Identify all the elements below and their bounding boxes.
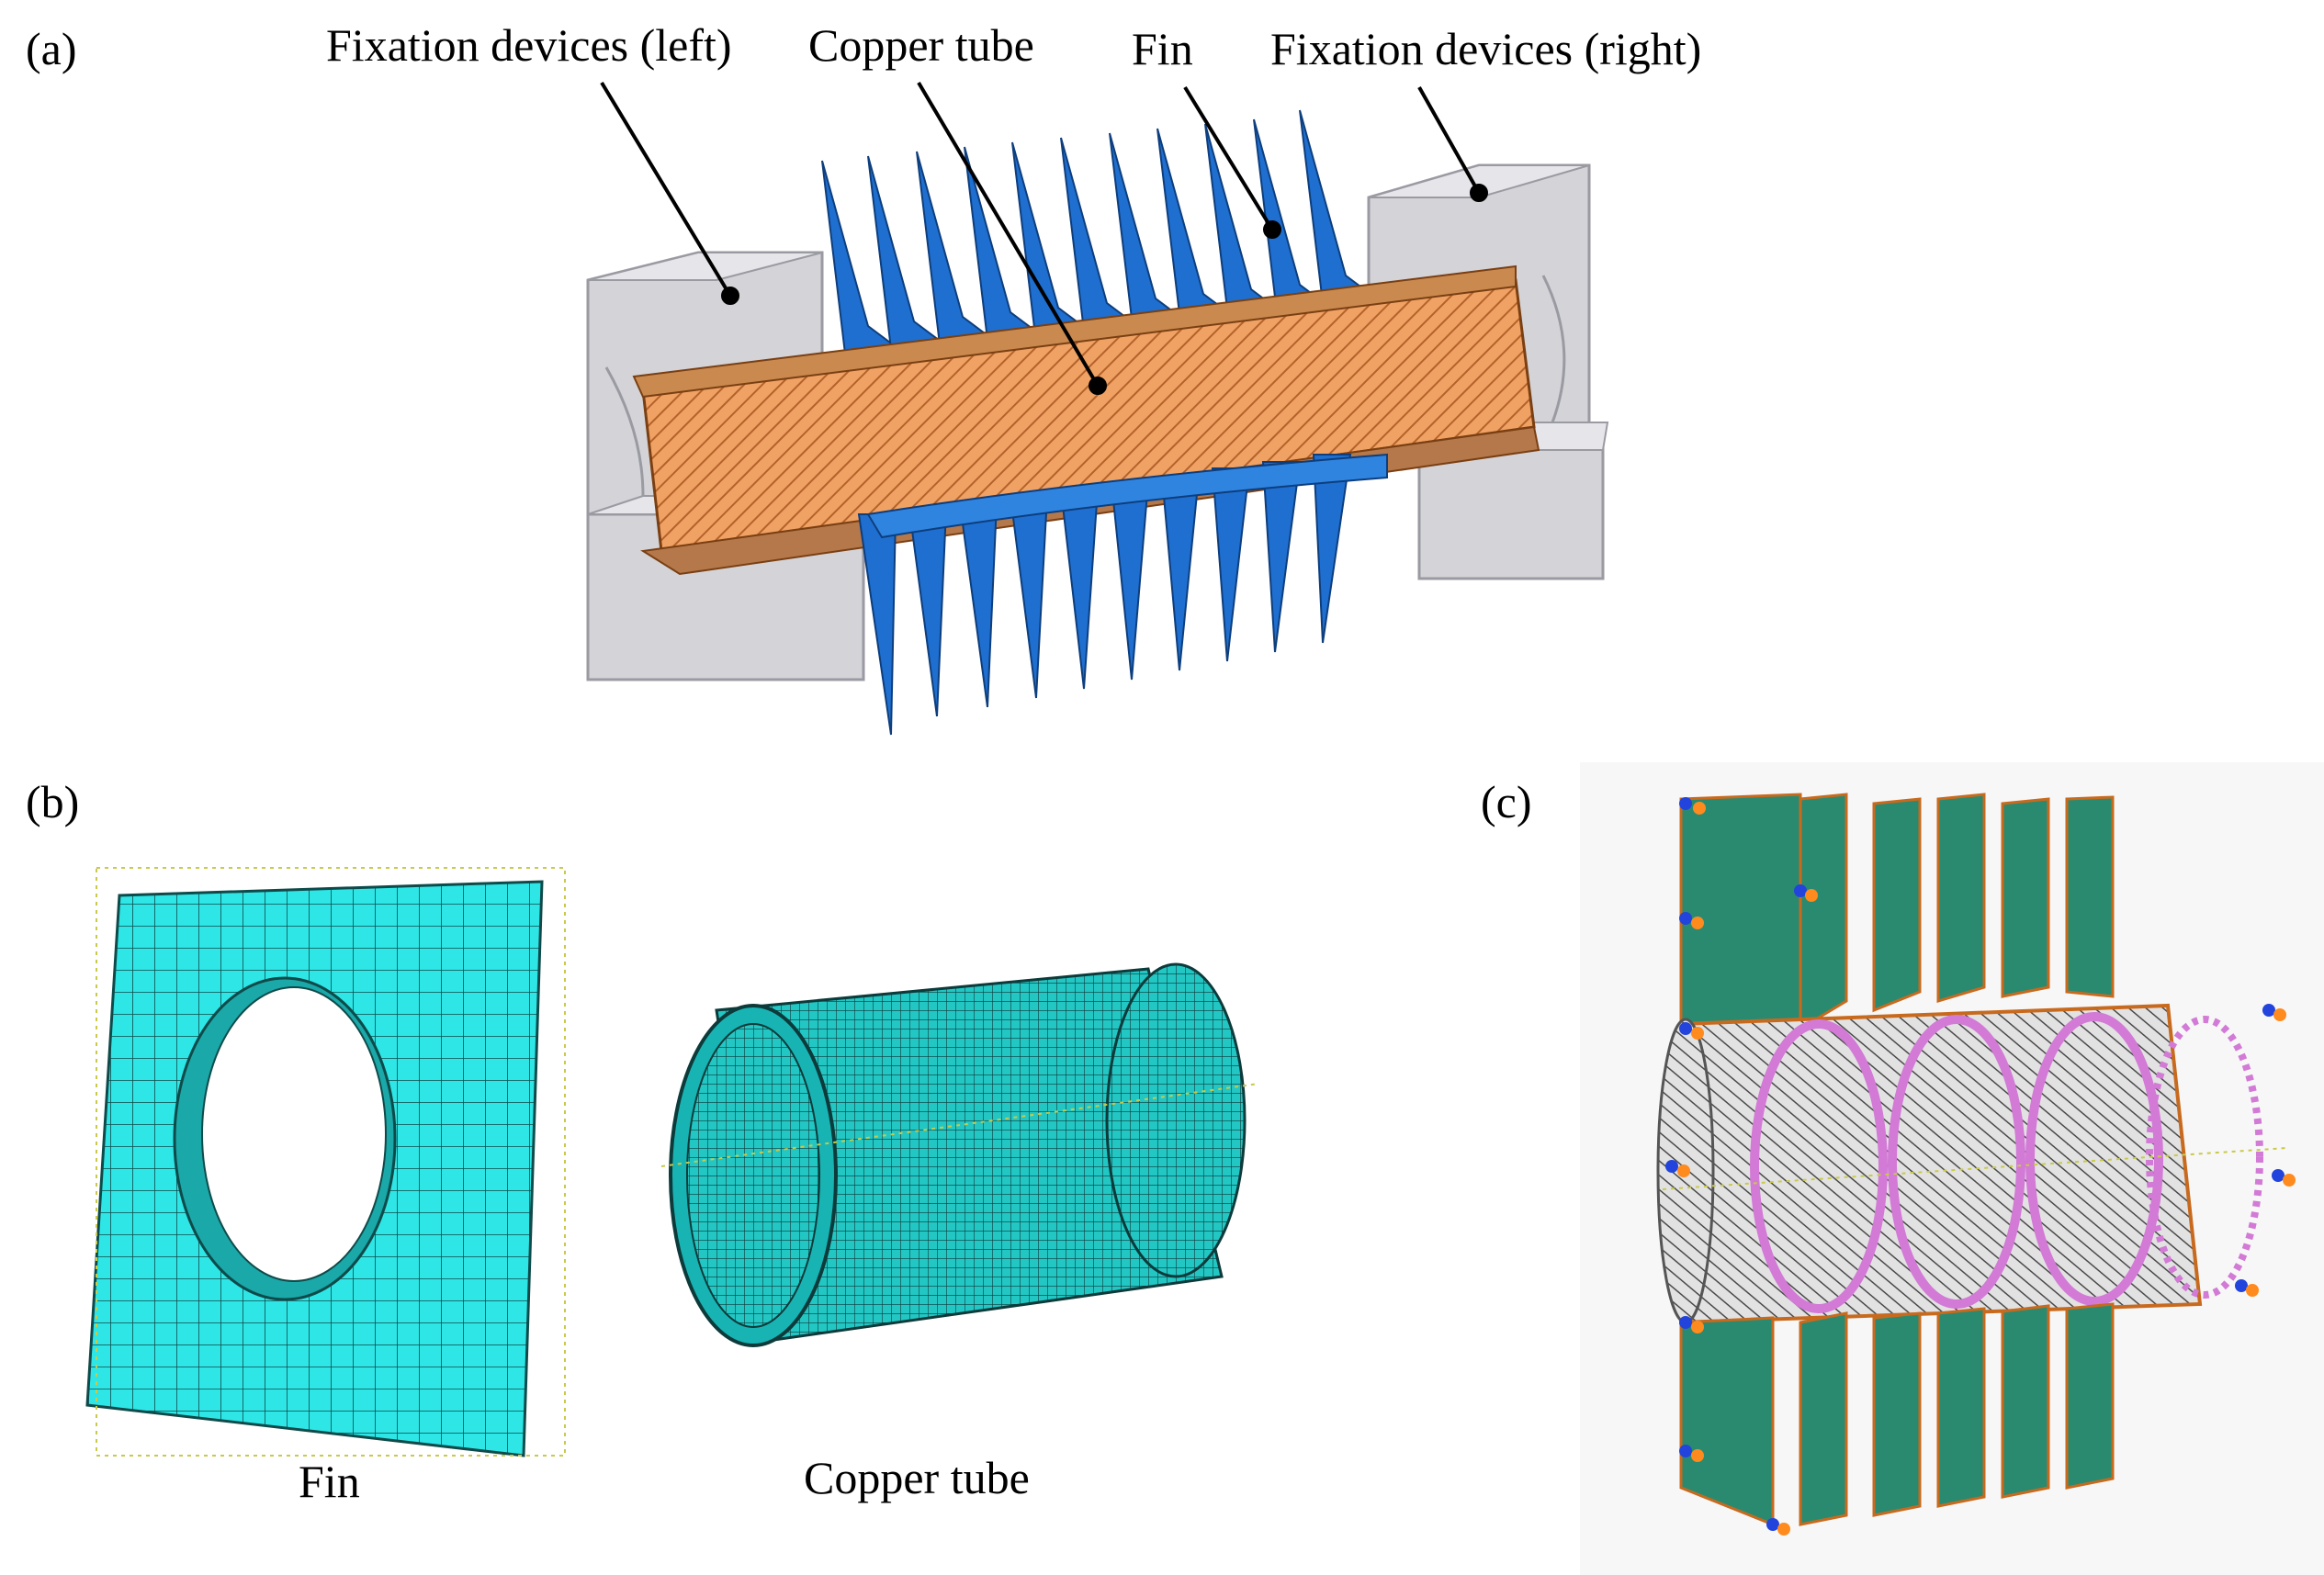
copper-tube-mesh <box>660 962 1259 1347</box>
fins-top <box>821 109 1385 354</box>
callout-fixation-right: Fixation devices (right) <box>1270 23 1702 74</box>
fins-top-green <box>1679 793 2115 1058</box>
callout-leaders <box>600 81 1488 395</box>
constraint-markers <box>1665 797 2296 1536</box>
panel-c-assembly <box>1580 762 2324 1575</box>
fin-mesh <box>85 867 566 1457</box>
fins-bottom <box>857 453 1388 736</box>
panel-b-letter: (b) <box>26 776 80 827</box>
fins-bottom-green <box>1679 1302 2115 1527</box>
callout-copper-tube: Copper tube <box>808 19 1034 71</box>
panel-a-assembly <box>586 81 1609 736</box>
panel-c-letter: (c) <box>1481 776 1532 827</box>
panel-b-mesh <box>85 867 1259 1457</box>
caption-fin: Fin <box>299 1456 360 1507</box>
panel-a-letter: (a) <box>26 23 77 74</box>
caption-copper-tube: Copper tube <box>804 1452 1030 1503</box>
callout-fixation-left: Fixation devices (left) <box>326 19 732 71</box>
callout-fin: Fin <box>1132 23 1193 74</box>
